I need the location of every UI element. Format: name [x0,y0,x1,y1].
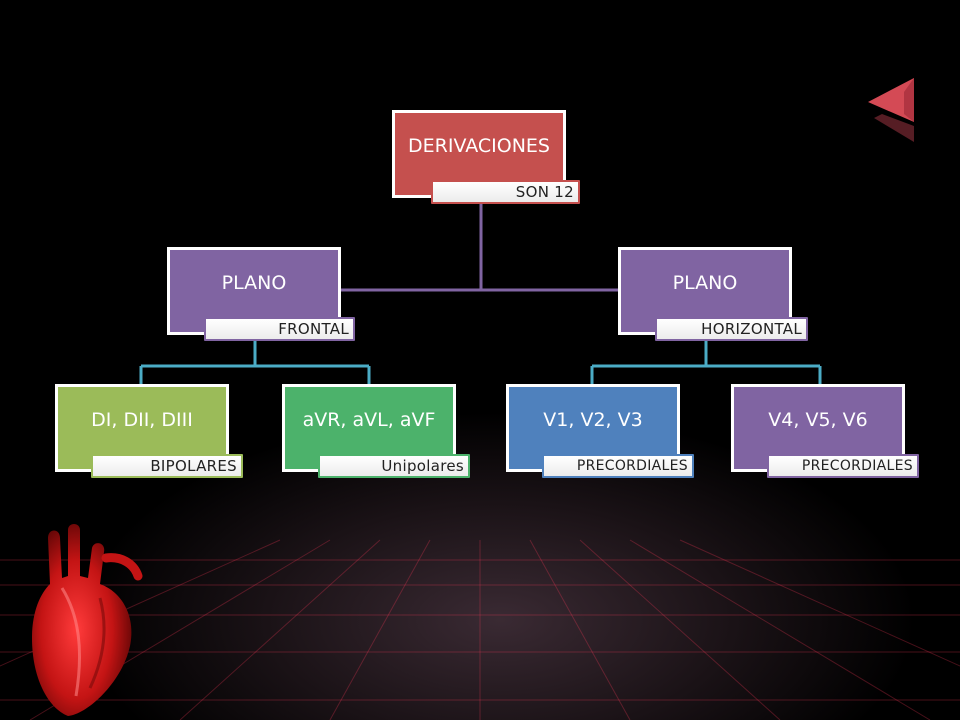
node-precordiales-1-tag: PRECORDIALES [542,454,694,478]
node-precordiales-2-tag: PRECORDIALES [767,454,919,478]
anatomical-heart-icon [18,518,148,720]
node-horizontal: PLANO HORIZONTAL [618,247,808,342]
node-precordiales-1: V1, V2, V3 PRECORDIALES [506,384,694,484]
root-connector [336,200,626,292]
frontal-connector [139,340,371,386]
node-precordiales-2: V4, V5, V6 PRECORDIALES [731,384,919,484]
node-frontal-title: PLANO [221,272,287,294]
node-root-tag: SON 12 [431,180,580,204]
horizontal-connector [590,340,822,386]
node-unipolares: aVR, aVL, aVF Unipolares [282,384,470,484]
node-frontal: PLANO FRONTAL [167,247,355,342]
node-bipolares-tag: BIPOLARES [91,454,243,478]
node-precordiales-1-title: V1, V2, V3 [543,409,643,431]
node-bipolares: DI, DII, DIII BIPOLARES [55,384,243,484]
triangle-left-icon [868,78,914,142]
node-precordiales-2-title: V4, V5, V6 [768,409,868,431]
node-root: DERIVACIONES SON 12 [392,110,580,204]
node-frontal-tag: FRONTAL [204,317,355,341]
node-bipolares-title: DI, DII, DIII [91,409,193,431]
node-horizontal-tag: HORIZONTAL [655,317,808,341]
back-button[interactable] [862,74,918,150]
node-root-title: DERIVACIONES [408,135,550,157]
node-horizontal-title: PLANO [672,272,738,294]
node-unipolares-tag: Unipolares [318,454,470,478]
node-bipolares-box: DI, DII, DIII [55,384,229,472]
node-frontal-box: PLANO [167,247,341,335]
node-unipolares-title: aVR, aVL, aVF [302,409,436,431]
